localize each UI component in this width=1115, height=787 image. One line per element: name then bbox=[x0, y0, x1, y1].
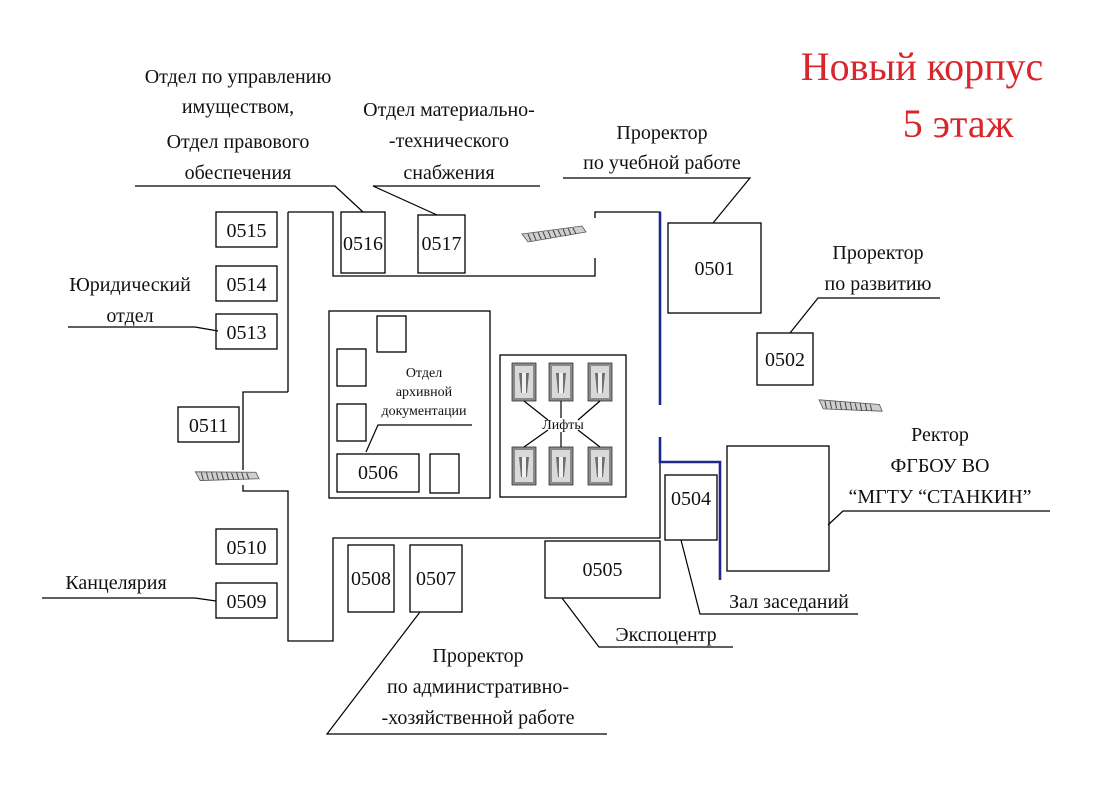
svg-text:-хозяйственной работе: -хозяйственной работе bbox=[381, 707, 574, 729]
room-number: 0508 bbox=[351, 568, 391, 590]
room-number: 0516 bbox=[343, 233, 383, 255]
room-0513[interactable]: 0513 bbox=[215, 313, 278, 350]
svg-text:Отдел по управлению: Отдел по управлению bbox=[145, 66, 332, 88]
svg-text:Ректор: Ректор bbox=[911, 424, 969, 446]
room-0517[interactable]: 0517 bbox=[417, 214, 466, 274]
room-0510[interactable]: 0510 bbox=[215, 528, 278, 565]
svg-text:Проректор: Проректор bbox=[432, 645, 523, 667]
svg-text:имуществом,: имуществом, bbox=[182, 96, 294, 118]
stairs-icon bbox=[193, 463, 261, 490]
elevator-icon bbox=[587, 362, 613, 402]
svg-text:по учебной работе: по учебной работе bbox=[583, 152, 741, 174]
room-number: 0513 bbox=[227, 322, 267, 344]
room-number: 0506 bbox=[358, 462, 398, 484]
room-number: 0511 bbox=[189, 415, 228, 437]
building-title: Новый корпус bbox=[801, 44, 1044, 89]
svg-text:по административно-: по административно- bbox=[387, 676, 569, 698]
room-0506[interactable]: 0506 bbox=[336, 453, 420, 493]
room-0501[interactable]: 0501 bbox=[667, 222, 762, 314]
label-property: Отдел по управлению имуществом, Отдел пр… bbox=[135, 66, 364, 213]
elevator-icon bbox=[548, 446, 574, 486]
svg-text:Экспоцентр: Экспоцентр bbox=[615, 624, 716, 646]
svg-text:Канцелярия: Канцелярия bbox=[65, 572, 166, 594]
archive-label: документации bbox=[381, 404, 467, 419]
room-number: 0507 bbox=[416, 568, 456, 590]
elevator-icon bbox=[511, 362, 537, 402]
room-0509[interactable]: 0509 bbox=[215, 582, 278, 619]
svg-text:по развитию: по развитию bbox=[824, 273, 931, 295]
room-number: 0514 bbox=[227, 274, 267, 296]
elevator-icon bbox=[548, 362, 574, 402]
room-0511[interactable]: 0511 bbox=[177, 406, 240, 443]
floor-title: 5 этаж bbox=[903, 101, 1014, 146]
svg-text:Отдел правового: Отдел правового bbox=[167, 131, 310, 153]
svg-text:обеспечения: обеспечения bbox=[185, 162, 292, 184]
archive-area: 0506 Отдел архивной документации bbox=[336, 315, 472, 494]
room-0508[interactable]: 0508 bbox=[347, 544, 395, 613]
elevator-icon bbox=[587, 446, 613, 486]
room-0504[interactable]: 0504 bbox=[664, 474, 718, 541]
archive-label: архивной bbox=[396, 385, 453, 400]
label-expo: Экспоцентр bbox=[561, 597, 733, 648]
room-number: 0505 bbox=[583, 559, 623, 581]
label-admin-prorector: Проректор по административно- -хозяйстве… bbox=[325, 611, 607, 735]
room-number: 0515 bbox=[227, 220, 267, 242]
room-number: 0504 bbox=[671, 488, 711, 510]
svg-text:отдел: отдел bbox=[106, 305, 153, 327]
lifts-label: Лифты bbox=[542, 418, 584, 433]
svg-text:Юридический: Юридический bbox=[69, 274, 191, 296]
svg-text:Отдел материально-: Отдел материально- bbox=[363, 99, 535, 121]
archive-label: Отдел bbox=[406, 366, 442, 381]
svg-text:Зал заседаний: Зал заседаний bbox=[729, 591, 849, 613]
room-number: 0517 bbox=[422, 233, 462, 255]
room-0507[interactable]: 0507 bbox=[409, 544, 463, 613]
label-edu-prorector: Проректор по учебной работе bbox=[563, 122, 752, 224]
label-hall: Зал заседаний bbox=[680, 539, 858, 615]
room-number: 0502 bbox=[765, 349, 805, 371]
stairs-icon bbox=[816, 391, 884, 422]
label-rector: Ректор ФГБОУ ВО “МГТУ “СТАНКИН” bbox=[827, 424, 1050, 526]
room-rector[interactable] bbox=[726, 445, 830, 572]
label-dev-prorector: Проректор по развитию bbox=[789, 242, 940, 334]
walls bbox=[242, 211, 661, 642]
room-number: 0509 bbox=[227, 591, 267, 613]
room-0515[interactable]: 0515 bbox=[215, 211, 278, 248]
label-legal: Юридический отдел bbox=[68, 274, 219, 332]
corridor-highlight bbox=[658, 212, 722, 580]
room-0502[interactable]: 0502 bbox=[756, 332, 814, 386]
elevator-icon bbox=[511, 446, 537, 486]
room-number: 0501 bbox=[695, 258, 735, 280]
label-supply: Отдел материально- -технического снабжен… bbox=[363, 99, 540, 216]
svg-text:Проректор: Проректор bbox=[616, 122, 707, 144]
svg-text:“МГТУ “СТАНКИН”: “МГТУ “СТАНКИН” bbox=[848, 486, 1031, 508]
room-number: 0510 bbox=[227, 537, 267, 559]
svg-text:Проректор: Проректор bbox=[832, 242, 923, 264]
stairs-icon bbox=[521, 225, 587, 243]
room-0505[interactable]: 0505 bbox=[544, 540, 661, 599]
svg-text:снабжения: снабжения bbox=[403, 162, 494, 184]
svg-text:ФГБОУ ВО: ФГБОУ ВО bbox=[891, 455, 990, 477]
room-0514[interactable]: 0514 bbox=[215, 265, 278, 302]
svg-text:-технического: -технического bbox=[389, 130, 509, 152]
label-office: Канцелярия bbox=[42, 572, 217, 602]
lifts-area: Лифты bbox=[511, 362, 613, 486]
room-0516[interactable]: 0516 bbox=[340, 211, 386, 274]
